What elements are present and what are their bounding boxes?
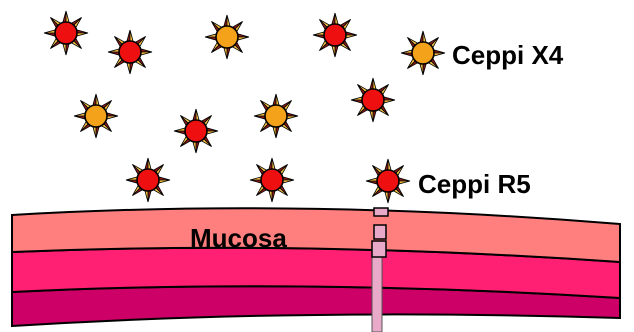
virion-core bbox=[412, 42, 434, 64]
virion-x4-icon bbox=[401, 31, 445, 75]
mucosa-label: Mucosa bbox=[190, 223, 287, 253]
channel-segment bbox=[374, 208, 388, 216]
virion-core bbox=[265, 105, 287, 127]
virion-core bbox=[362, 89, 384, 111]
virion-core bbox=[377, 170, 399, 192]
virion-core bbox=[216, 26, 238, 48]
strain-x4-label: Ceppi X4 bbox=[452, 40, 564, 70]
virion-core bbox=[185, 120, 207, 142]
virion-x4-icon bbox=[254, 94, 298, 138]
virion-core bbox=[137, 169, 159, 191]
virion-r5-icon bbox=[250, 158, 294, 202]
virion-x4-icon bbox=[205, 15, 249, 59]
strain-r5-label: Ceppi R5 bbox=[418, 169, 531, 199]
virion-r5-icon bbox=[366, 159, 410, 203]
virion-r5-icon bbox=[351, 78, 395, 122]
virion-core bbox=[85, 105, 107, 127]
virion-r5-icon bbox=[174, 109, 218, 153]
virion-r5-icon bbox=[108, 30, 152, 74]
virion-core bbox=[261, 169, 283, 191]
virion-group bbox=[44, 11, 445, 203]
virion-x4-icon bbox=[74, 94, 118, 138]
virion-core bbox=[55, 22, 77, 44]
virion-r5-icon bbox=[44, 11, 88, 55]
virion-core bbox=[324, 24, 346, 46]
channel-segment bbox=[374, 225, 386, 239]
virion-core bbox=[119, 41, 141, 63]
channel-segment bbox=[372, 241, 386, 257]
virion-r5-icon bbox=[126, 158, 170, 202]
virion-r5-icon bbox=[313, 13, 357, 57]
